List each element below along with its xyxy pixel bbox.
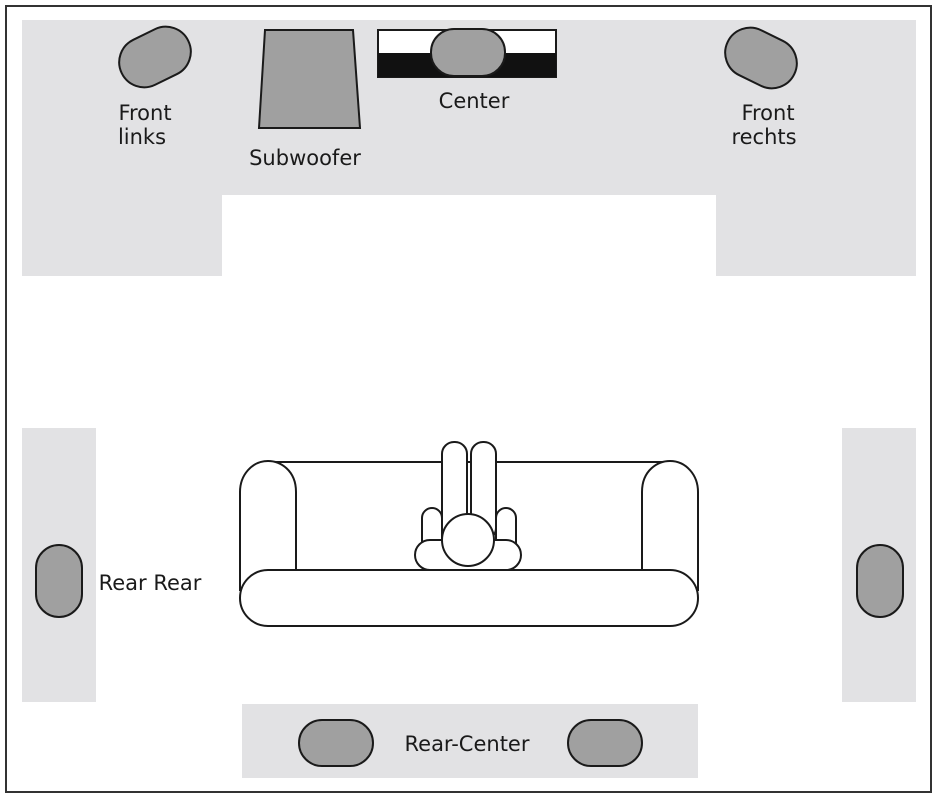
- front-left-label-line2: links: [118, 125, 166, 149]
- front-zone: [22, 20, 916, 276]
- sofa-icon: [239, 459, 699, 627]
- front-left-label-line1: Front: [118, 101, 171, 125]
- front-right-label-line1: Front: [741, 101, 794, 125]
- rear-right-speaker-icon: [856, 544, 904, 618]
- sofa-seat: [239, 569, 699, 627]
- rear-center-left-speaker-icon: [298, 719, 374, 767]
- center-label: Center: [439, 89, 510, 113]
- rear-center-label: Rear-Center: [405, 732, 530, 756]
- subwoofer-icon: [257, 29, 362, 129]
- center-speaker-icon: [430, 28, 506, 77]
- sofa-right-arm: [641, 459, 699, 591]
- front-left-speaker-icon: [118, 25, 192, 89]
- person-head: [441, 513, 495, 567]
- sofa-left-arm: [239, 459, 297, 591]
- rear-left-label: Rear Rear: [99, 571, 202, 595]
- subwoofer-label: Subwoofer: [249, 146, 361, 170]
- person-icon: [414, 441, 522, 571]
- front-right-speaker-icon: [724, 26, 798, 90]
- front-right-label-line2: rechts: [731, 125, 796, 149]
- rear-left-speaker-icon: [35, 544, 83, 618]
- rear-center-right-speaker-icon: [567, 719, 643, 767]
